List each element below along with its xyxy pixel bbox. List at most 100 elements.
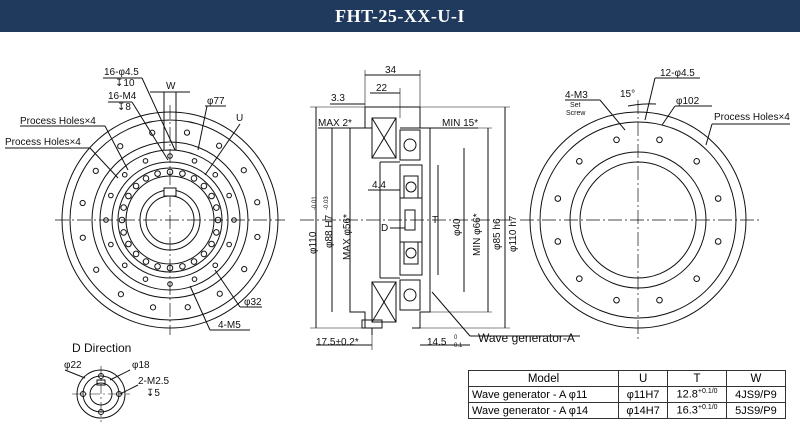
- label-dia77: φ77: [207, 96, 225, 107]
- header-model: Model: [468, 370, 619, 387]
- dim-dia110-h7: φ110 h7: [508, 215, 519, 252]
- mounting-hole: [554, 238, 562, 245]
- label-process-holes-a: Process Holes×4: [20, 116, 96, 127]
- label-16-m4: 16-M4: [108, 91, 137, 102]
- rear-view: [520, 77, 790, 340]
- label-15deg: 15°: [620, 89, 635, 100]
- cell-t: 12.8+0.1/0: [667, 386, 727, 403]
- mounting-hole: [254, 199, 261, 206]
- dim-dia110-tol-up: -0.01: [312, 196, 318, 210]
- side-view: [300, 70, 580, 350]
- mounting-hole: [216, 290, 223, 297]
- label-dia22: φ22: [64, 360, 82, 371]
- mounting-hole: [117, 291, 124, 298]
- roller: [190, 258, 198, 265]
- mounting-hole: [92, 167, 99, 174]
- label-screw: Screw: [566, 110, 586, 117]
- dim-4-4: 4.4: [372, 180, 386, 191]
- mounting-hole: [240, 167, 247, 174]
- dim-dia110-tol-lo: -0.03: [324, 196, 330, 210]
- roller: [142, 258, 150, 265]
- tapped-hole: [212, 262, 219, 269]
- mounting-hole: [714, 238, 722, 245]
- label-2-m2-5: 2-M2.5: [138, 376, 170, 387]
- mounting-hole: [656, 296, 663, 304]
- label-4-m3: 4-M3: [565, 90, 588, 101]
- roller: [120, 229, 127, 236]
- tapped-hole: [142, 276, 149, 282]
- dim-3-3: 3.3: [331, 93, 345, 104]
- mounting-hole: [613, 296, 620, 304]
- roller: [125, 192, 132, 200]
- label-16-m4-depth: ↧8: [117, 102, 131, 113]
- tapped-hole: [226, 192, 232, 199]
- tapped-hole: [212, 171, 219, 178]
- label-set: Set: [570, 102, 581, 109]
- mounting-hole: [241, 266, 248, 273]
- roller: [154, 170, 161, 177]
- label-2-m2-5-depth: ↧5: [146, 388, 160, 399]
- dim-dia85: φ85 h6: [492, 218, 503, 250]
- dim-t: T: [432, 215, 438, 226]
- cell-u: φ11H7: [617, 386, 669, 403]
- page-title: FHT-25-XX-U-I: [0, 0, 800, 32]
- label-16-phi4-5-depth: ↧10: [115, 78, 135, 89]
- dim-14-5-tol-lo: -0.1: [452, 343, 463, 349]
- roller: [142, 175, 150, 182]
- cell-w: 4JS9/P9: [725, 386, 787, 403]
- mounting-hole: [714, 195, 722, 202]
- header-u: U: [617, 370, 669, 387]
- mounting-hole: [79, 199, 86, 207]
- model-spec-table: Model U T W Wave generator - A φ11 φ11H7…: [468, 370, 787, 419]
- label-wave-generator: Wave generator-A: [478, 331, 575, 345]
- dim-17-5: 17.5±0.2*: [316, 337, 359, 348]
- tapped-hole: [226, 241, 232, 248]
- label-12-phi4-5: 12-φ4.5: [660, 68, 695, 79]
- cell-w: 5JS9/P9: [725, 402, 787, 419]
- label-process-holes-b: Process Holes×4: [5, 137, 81, 148]
- mounting-hole: [93, 266, 100, 273]
- cell-u: φ14H7: [617, 402, 669, 419]
- dim-14-5: 14.5: [427, 337, 447, 348]
- tapped-hole: [108, 241, 114, 248]
- roller: [154, 263, 161, 270]
- tapped-hole: [121, 262, 128, 269]
- mounting-hole: [184, 304, 191, 311]
- mounting-hole: [693, 275, 700, 282]
- mounting-hole: [149, 304, 157, 311]
- roller: [179, 170, 186, 177]
- tapped-hole: [191, 276, 198, 282]
- mounting-hole: [79, 234, 86, 241]
- roller: [120, 204, 127, 211]
- front-outer-holes: [79, 129, 261, 311]
- rear-holes: [554, 136, 722, 304]
- label-rear-process-holes: Process Holes×4: [714, 112, 790, 123]
- mounting-hole: [254, 233, 261, 241]
- roller: [125, 240, 132, 248]
- dim-14-5-tol-up: 0: [454, 335, 458, 341]
- label-w: W: [166, 81, 176, 92]
- dim-dia40: φ40: [452, 218, 463, 236]
- mounting-hole: [117, 143, 124, 150]
- cell-t: 16.3+0.1/0: [667, 402, 727, 419]
- label-dia102: φ102: [676, 96, 700, 107]
- roller: [208, 240, 215, 248]
- mounting-hole: [613, 136, 620, 144]
- dim-dia110: φ110: [308, 231, 319, 254]
- cell-model: Wave generator - A φ11: [468, 386, 619, 403]
- dim-max-56: MAX φ56*: [342, 214, 353, 260]
- dim-d: D: [381, 223, 388, 234]
- tapped-hole: [108, 192, 114, 199]
- technical-drawing: 16-φ4.5 ↧10 16-M4 ↧8 W φ77 U Process Hol…: [5, 65, 790, 422]
- tapped-hole: [121, 171, 128, 178]
- roller: [132, 182, 140, 190]
- dim-22: 22: [376, 83, 388, 94]
- roller: [200, 182, 208, 190]
- label-dia32: φ32: [244, 297, 262, 308]
- label-u: U: [236, 113, 243, 124]
- header-t: T: [667, 370, 727, 387]
- roller: [213, 229, 220, 236]
- mounting-hole: [656, 136, 663, 144]
- d-direction-title: D Direction: [72, 341, 131, 355]
- mounting-hole: [554, 195, 562, 202]
